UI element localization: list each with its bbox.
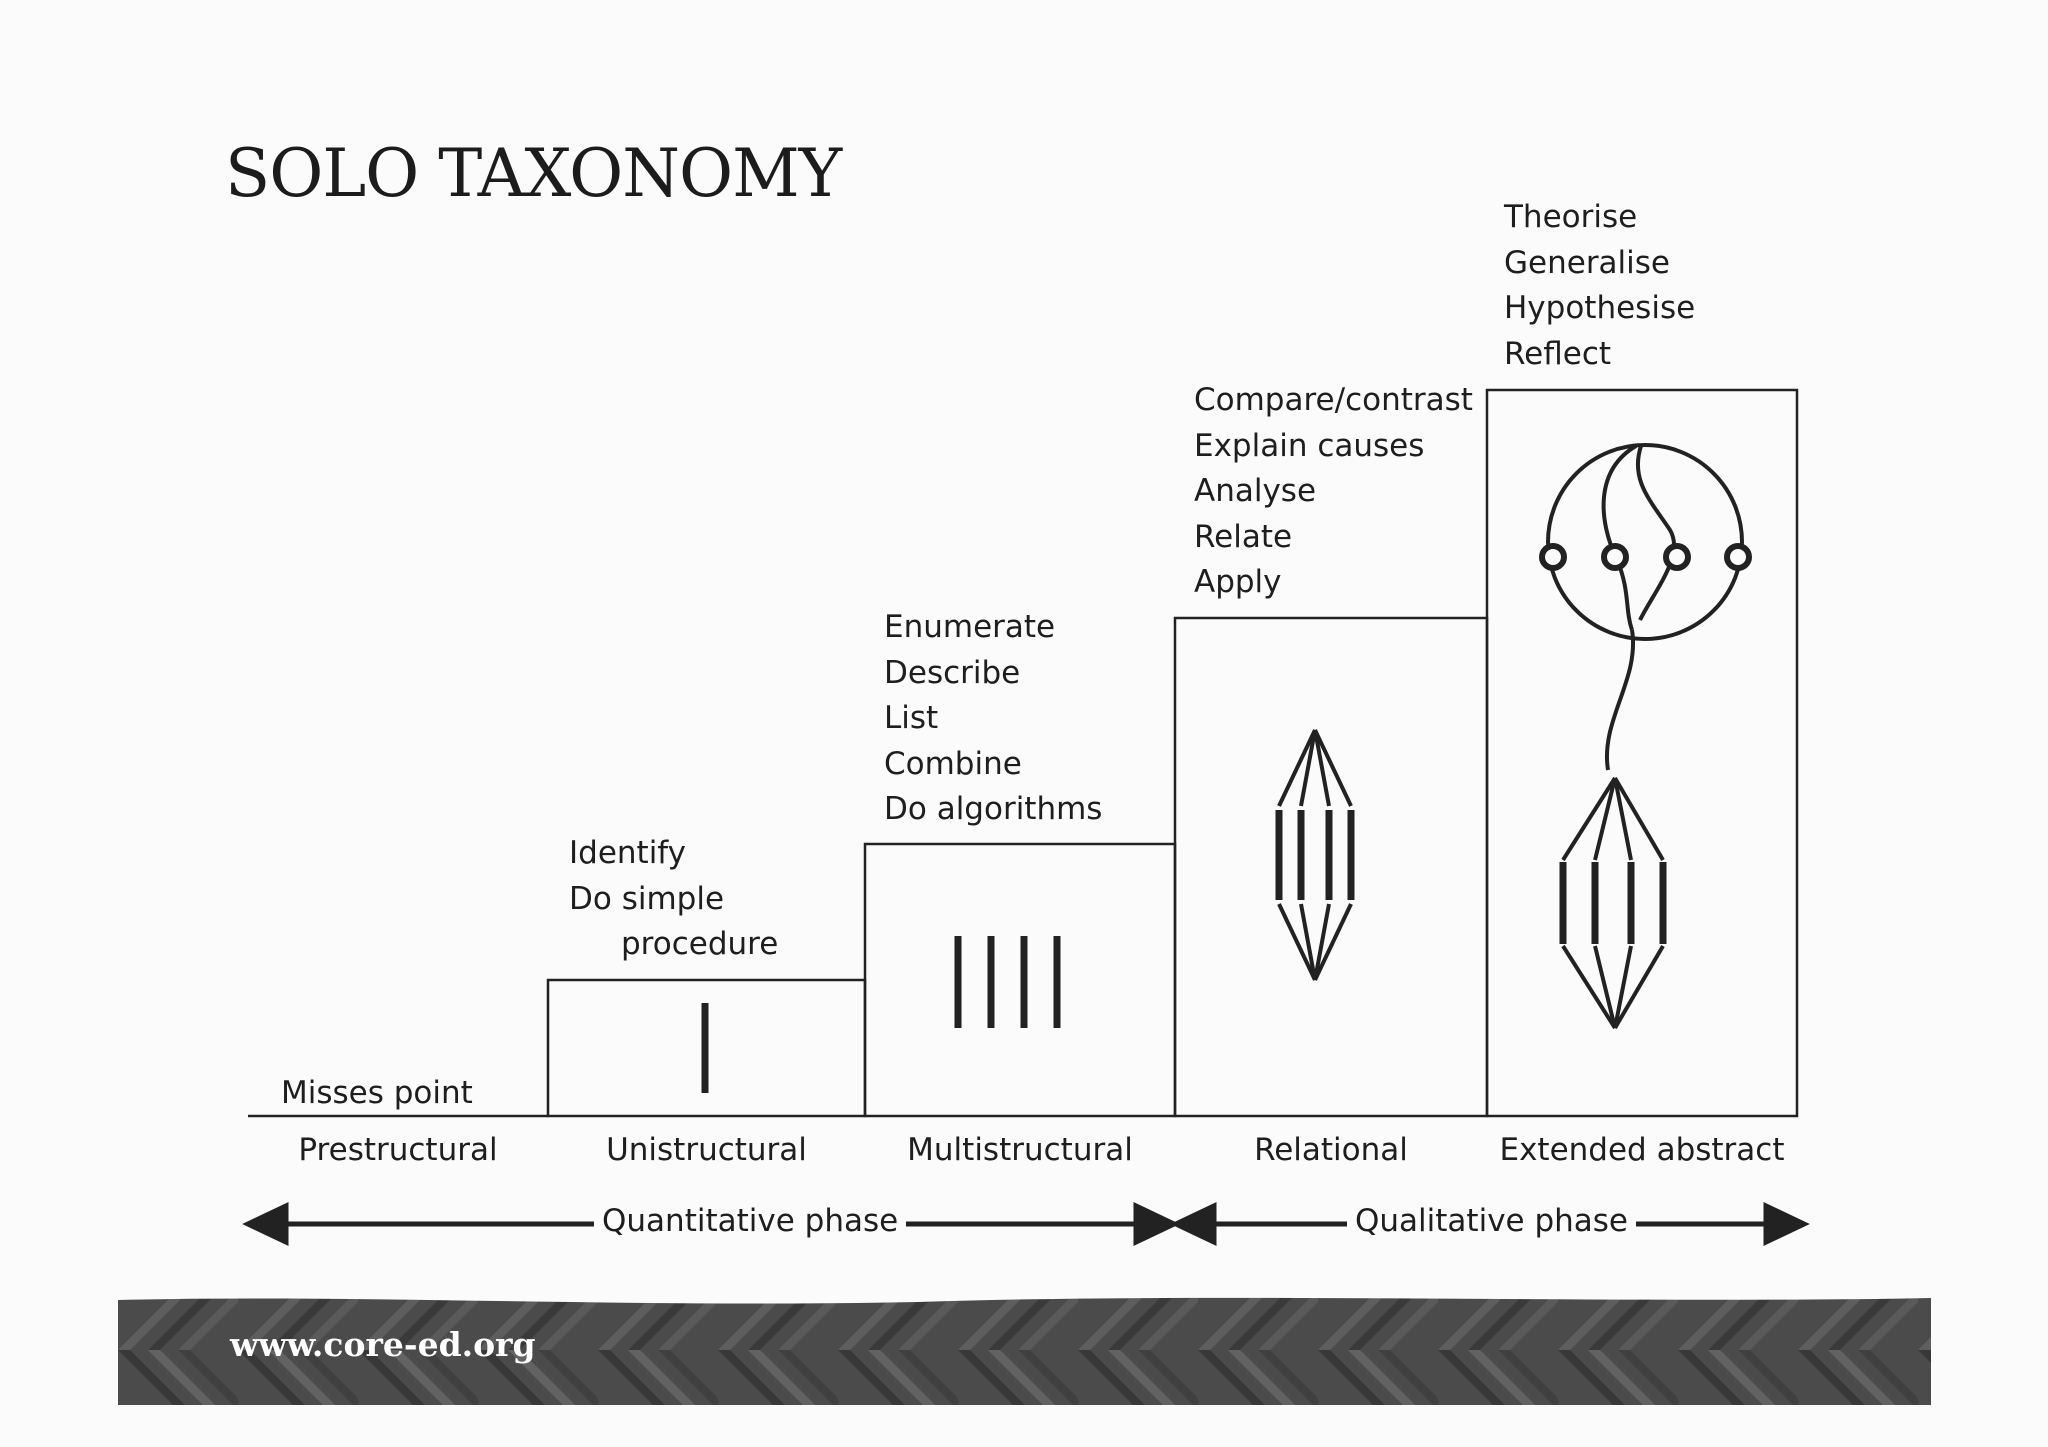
arrow-left-icon bbox=[242, 1202, 289, 1246]
extended-abstract-step bbox=[1485, 388, 1799, 1118]
multistructural-step bbox=[863, 842, 1177, 1118]
verb: Enumerate bbox=[884, 609, 1056, 645]
verb: Compare/contrast bbox=[1194, 382, 1473, 418]
multistructural-verbs: Enumerate Describe List Combine Do algor… bbox=[884, 605, 1102, 833]
four-strokes-icon bbox=[954, 936, 1061, 1028]
verb: Identify bbox=[569, 835, 687, 871]
verb: Apply bbox=[1194, 564, 1282, 600]
verb: Do algorithms bbox=[884, 791, 1103, 827]
connected-structure-icon bbox=[1277, 729, 1353, 981]
arrow-left-icon bbox=[1170, 1202, 1217, 1246]
verb: Generalise bbox=[1504, 244, 1671, 281]
verb: List bbox=[884, 700, 939, 736]
verb: Do simple bbox=[569, 880, 725, 917]
footer-url: www.core-ed.org bbox=[230, 1325, 536, 1364]
verb: Misses point bbox=[281, 1075, 473, 1111]
verb: Relate bbox=[1194, 518, 1293, 555]
verb: procedure bbox=[621, 926, 779, 962]
woven-texture bbox=[118, 1290, 1931, 1405]
extended-structure-icon bbox=[1561, 776, 1665, 1030]
verb: Describe bbox=[884, 654, 1021, 691]
prestructural-verbs: Misses point bbox=[281, 1071, 473, 1117]
relational-verbs: Compare/contrast Explain causes Analyse … bbox=[1194, 378, 1473, 606]
slide-title: SOLO TAXONOMY bbox=[225, 135, 842, 212]
verb: Combine bbox=[884, 745, 1022, 782]
arrow-right-icon bbox=[1133, 1202, 1180, 1246]
level-label-multistructural: Multistructural bbox=[907, 1132, 1133, 1168]
abstract-circle-icon bbox=[1539, 443, 1752, 771]
level-label-relational: Relational bbox=[1254, 1132, 1408, 1168]
verb: Analyse bbox=[1194, 473, 1317, 509]
qualitative-phase-label: Qualitative phase bbox=[1347, 1203, 1637, 1239]
level-label-unistructural: Unistructural bbox=[606, 1132, 807, 1168]
arrow-right-icon bbox=[1763, 1202, 1810, 1246]
verb: Hypothesise bbox=[1504, 290, 1696, 326]
quantitative-phase-label: Quantitative phase bbox=[594, 1203, 907, 1239]
extended-abstract-verbs: Theorise Generalise Hypothesise Reflect bbox=[1504, 195, 1695, 377]
footer-banner bbox=[118, 1290, 1931, 1405]
verb: Explain causes bbox=[1194, 427, 1425, 464]
verb: Reflect bbox=[1504, 335, 1612, 372]
unistructural-verbs: Identify Do simple procedure bbox=[569, 831, 778, 968]
verb: Theorise bbox=[1504, 199, 1638, 235]
level-label-extended-abstract: Extended abstract bbox=[1499, 1132, 1785, 1168]
level-label-prestructural: Prestructural bbox=[298, 1132, 498, 1168]
